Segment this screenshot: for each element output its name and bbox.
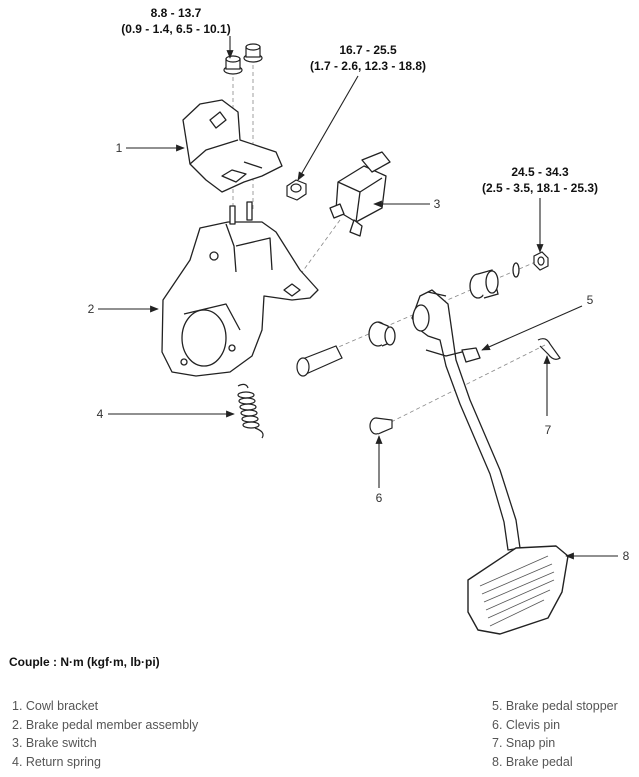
exploded-view-diagram: 8.8 - 13.7 (0.9 - 1.4, 6.5 - 10.1) 16.7 … bbox=[88, 6, 630, 635]
brake-switch-icon bbox=[329, 151, 391, 237]
legend-item: 4. Return spring bbox=[12, 755, 101, 770]
legend-item: 6. Clevis pin bbox=[492, 717, 561, 732]
bushing-icon bbox=[368, 321, 396, 347]
callout-7: 7 bbox=[545, 423, 552, 437]
cowl-bracket-icon bbox=[182, 99, 283, 193]
torque-label-switch-units: (1.7 - 2.6, 12.3 - 18.8) bbox=[310, 59, 426, 73]
pivot-sleeve-icon bbox=[469, 262, 520, 299]
flange-nut-icon bbox=[223, 43, 263, 75]
clevis-pin-icon bbox=[369, 417, 393, 435]
torque-label-pivot: 24.5 - 34.3 bbox=[511, 165, 569, 179]
brake-pedal-pad-icon bbox=[467, 545, 569, 635]
torque-label-nuts-units: (0.9 - 1.4, 6.5 - 10.1) bbox=[121, 22, 230, 36]
torque-label-nuts: 8.8 - 13.7 bbox=[151, 6, 202, 20]
legend-item: 7. Snap pin bbox=[492, 736, 556, 751]
torque-units-caption: Couple : N·m (kgf·m, lb·pi) bbox=[9, 655, 160, 669]
legend-item: 8. Brake pedal bbox=[492, 755, 573, 770]
callout-6: 6 bbox=[376, 491, 383, 505]
brake-pedal-arm-icon bbox=[411, 289, 521, 551]
legend-item: 2. Brake pedal member assembly bbox=[12, 717, 199, 732]
pivot-nut-icon bbox=[533, 251, 549, 271]
pedal-member-assembly-icon bbox=[161, 201, 319, 377]
torque-label-pivot-units: (2.5 - 3.5, 18.1 - 25.3) bbox=[482, 181, 598, 195]
callout-2: 2 bbox=[88, 302, 95, 316]
brake-switch-nut-icon bbox=[286, 179, 307, 201]
parts-legend-left: 1. Cowl bracket 2. Brake pedal member as… bbox=[12, 697, 198, 772]
snap-pin-icon bbox=[537, 338, 561, 360]
callout-4: 4 bbox=[97, 407, 104, 421]
callout-8: 8 bbox=[623, 549, 630, 563]
callout-1: 1 bbox=[116, 141, 123, 155]
legend-item: 3. Brake switch bbox=[12, 736, 97, 751]
parts-legend-right: 5. Brake pedal stopper 6. Clevis pin 7. … bbox=[492, 697, 618, 772]
legend-item: 5. Brake pedal stopper bbox=[492, 699, 618, 713]
callout-leaders bbox=[98, 36, 618, 560]
pivot-bolt-icon bbox=[296, 345, 343, 377]
callout-5: 5 bbox=[587, 293, 594, 307]
legend-item: 1. Cowl bracket bbox=[12, 699, 99, 713]
torque-label-switch: 16.7 - 25.5 bbox=[339, 43, 397, 57]
return-spring-icon bbox=[237, 383, 264, 439]
callout-3: 3 bbox=[434, 197, 441, 211]
